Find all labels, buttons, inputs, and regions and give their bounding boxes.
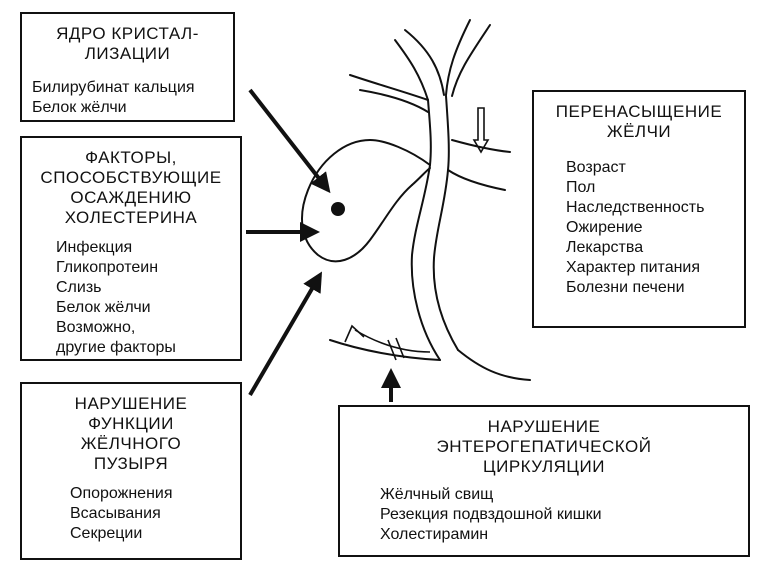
box-title: ЯДРО КРИСТАЛ- ЛИЗАЦИИ	[56, 24, 199, 63]
list-item: Ожирение	[566, 219, 643, 236]
item-list: Инфекция Гликопротеин Слизь Белок жёлчи …	[22, 238, 240, 358]
list-item: Гликопротеин	[56, 259, 159, 276]
list-item: другие факторы	[56, 339, 176, 356]
list-item: Возможно,	[56, 319, 136, 336]
enterohepatic-circulation-box: НАРУШЕНИЕ ЭНТЕРОГЕПАТИЧЕСКОЙ ЦИРКУЛЯЦИИ …	[338, 405, 750, 557]
arrows	[246, 88, 401, 402]
list-item: Лекарства	[566, 239, 644, 256]
list-item: Наследственность	[566, 199, 705, 216]
item-list: Жёлчный свищ Резекция подвздошной кишки …	[340, 485, 748, 545]
list-item: Резекция подвздошной кишки	[380, 506, 602, 523]
list-item: Белок жёлчи	[32, 99, 127, 116]
list-item: Инфекция	[56, 239, 133, 256]
box-title: НАРУШЕНИЕ ФУНКЦИИ ЖЁЛЧНОГО ПУЗЫРЯ	[74, 394, 188, 473]
list-item: Белок жёлчи	[56, 299, 151, 316]
item-list: Опорожнения Всасывания Секреции	[22, 484, 240, 544]
list-item: Опорожнения	[70, 485, 173, 502]
item-list: Билирубинат кальция Белок жёлчи	[32, 78, 233, 118]
enterohepatic-flow-arrow	[344, 324, 431, 361]
list-item: Пол	[566, 179, 596, 196]
bile-supersaturation-box: ПЕРЕНАСЫЩЕНИЕ ЖЁЛЧИ Возраст Пол Наследст…	[532, 90, 746, 328]
box-title: НАРУШЕНИЕ ЭНТЕРОГЕПАТИЧЕСКОЙ ЦИРКУЛЯЦИИ	[436, 417, 652, 476]
gallbladder-shape	[301, 138, 511, 263]
list-item: Возраст	[566, 159, 626, 176]
precipitation-factors-box: ФАКТОРЫ, СПОСОБСТВУЮЩИЕ ОСАЖДЕНИЮ ХОЛЕСТ…	[20, 136, 242, 361]
list-item: Билирубинат кальция	[32, 79, 195, 96]
list-item: Всасывания	[70, 505, 161, 522]
list-item: Секреции	[70, 525, 143, 542]
list-item: Болезни печени	[566, 279, 685, 296]
box-title: ПЕРЕНАСЫЩЕНИЕ ЖЁЛЧИ	[555, 102, 723, 141]
bile-flow-arrow	[472, 107, 490, 154]
list-item: Слизь	[56, 279, 102, 296]
nucleation-core-box: ЯДРО КРИСТАЛ- ЛИЗАЦИИ Билирубинат кальци…	[20, 12, 235, 122]
hepatic-ducts	[329, 19, 531, 381]
list-item: Холестирамин	[380, 526, 489, 543]
item-list: Возраст Пол Наследственность Ожирение Ле…	[534, 158, 744, 298]
stone-dot	[331, 202, 345, 216]
gallbladder-function-box: НАРУШЕНИЕ ФУНКЦИИ ЖЁЛЧНОГО ПУЗЫРЯ Опорож…	[20, 382, 242, 560]
list-item: Жёлчный свищ	[380, 486, 494, 503]
box-title: ФАКТОРЫ, СПОСОБСТВУЮЩИЕ ОСАЖДЕНИЮ ХОЛЕСТ…	[40, 148, 222, 227]
list-item: Характер питания	[566, 259, 701, 276]
